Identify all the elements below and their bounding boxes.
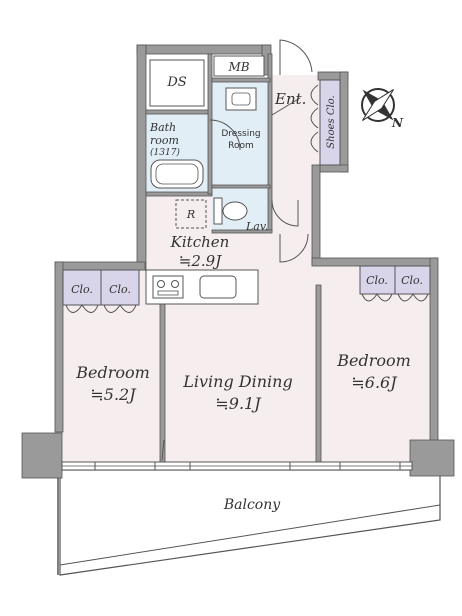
closet-right-1-label: Clo. <box>366 274 388 287</box>
balcony-area <box>57 469 441 576</box>
bedroom-right-size: ≒6.6J <box>351 373 398 392</box>
ds-box <box>149 59 205 107</box>
closet-left-1-label: Clo. <box>71 283 93 296</box>
entrance-label: Ent. <box>274 90 306 108</box>
doors <box>161 39 313 461</box>
bedroom-right-name: Bedroom <box>336 351 411 370</box>
sink-icon <box>199 275 237 299</box>
living-size: ≒9.1J <box>215 394 262 413</box>
lav-label: Lav. <box>245 220 268 233</box>
closet-doors <box>65 84 429 313</box>
dressing-label-1: Dressing <box>221 129 260 139</box>
shoes-closet <box>319 79 341 166</box>
bathroom-size: (1317) <box>150 147 180 158</box>
balcony-label: Balcony <box>223 497 281 513</box>
bathroom-label-2: room <box>150 134 179 147</box>
closet-left-2 <box>100 269 140 306</box>
window-wall <box>61 461 413 471</box>
shoes-closet-label: Shoes Clo. <box>326 95 337 148</box>
bedroom-left-size: ≒5.2J <box>90 385 137 404</box>
stove-icon <box>152 275 184 299</box>
living-name: Living Dining <box>182 372 292 391</box>
north-compass-icon: N <box>361 88 404 130</box>
bathroom-label-1: Bath <box>149 121 176 134</box>
refrigerator-space <box>175 199 207 229</box>
svg-text:N: N <box>391 116 404 130</box>
washbasin-icon <box>225 87 257 111</box>
toilet-icon <box>213 197 248 225</box>
labels: DS MB Ent. Shoes Clo. Bath room (1317) D… <box>71 60 423 513</box>
bathtub-icon <box>150 159 204 189</box>
refrigerator-label: R <box>186 208 195 221</box>
closet-right-2 <box>394 265 431 295</box>
closet-right-2-label: Clo. <box>401 274 423 287</box>
dressing-label-2: Room <box>228 141 254 151</box>
bedroom-left-name: Bedroom <box>75 363 150 382</box>
closet-left-2-label: Clo. <box>109 283 131 296</box>
walls <box>21 44 455 479</box>
kitchen-name: Kitchen <box>170 233 230 251</box>
ds-label: DS <box>166 75 186 90</box>
closet-left-1 <box>62 269 102 306</box>
kitchen-counter <box>145 269 259 305</box>
kitchen-size: ≒2.9J <box>179 252 222 270</box>
mb-box <box>213 55 265 77</box>
bedroom-right-floor <box>320 265 430 465</box>
closets <box>62 79 431 306</box>
mb-label: MB <box>227 60 249 74</box>
